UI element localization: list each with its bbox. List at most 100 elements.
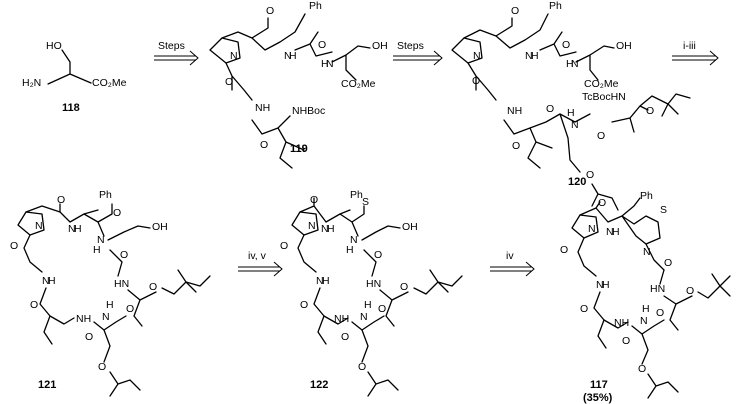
atom-tcbochn: TcBocHN (582, 91, 626, 103)
arrow-iv-v: iv, v (238, 250, 283, 277)
arrow-label: i-iii (683, 40, 696, 52)
atom-nh: NH (614, 317, 629, 329)
atom-h: H (74, 223, 82, 235)
atom-h: H (346, 244, 354, 256)
atom-o: O (378, 303, 386, 315)
arrow-label: Steps (397, 40, 424, 52)
atom-ph: Ph (350, 189, 363, 201)
atom-o: O (586, 169, 594, 181)
atom-h: H (48, 275, 56, 287)
atom-o: O (300, 299, 308, 311)
arrow-label: iv, v (248, 250, 267, 262)
atom-n: N (97, 234, 105, 246)
atom-nh: N (596, 279, 604, 291)
atom-nhboc: NHBoc (292, 105, 325, 117)
atom-o: O (149, 281, 157, 293)
arrow-iv: iv (490, 250, 535, 277)
arrow-steps-1: Steps (154, 40, 199, 66)
arrow-i-iii: i-iii (672, 40, 719, 66)
atom-h: H (531, 50, 539, 62)
atom-n: N (588, 223, 596, 235)
atom-hn: HN (114, 278, 129, 290)
atom-o: O (512, 140, 520, 152)
atom-nh: NH (76, 313, 91, 325)
atom-o: O (113, 207, 121, 219)
atom-o: O (598, 197, 606, 209)
atom-o: O (98, 361, 106, 373)
atom-o: O (30, 299, 38, 311)
atom-hn: HN (650, 283, 665, 295)
compound-117: Ph O N H N S N O HN O O N H O NH O H N O… (560, 190, 731, 404)
yield-label: (35%) (583, 392, 613, 404)
atom-nh: N (42, 275, 50, 287)
atom-n: N (640, 315, 648, 327)
atom-o: O (622, 335, 630, 347)
compound-label: 122 (310, 379, 328, 391)
atom-h: H (364, 299, 372, 311)
atom-o: O (280, 240, 288, 252)
atom-n: N (571, 119, 579, 131)
atom-o: O (646, 105, 654, 117)
atom-o: O (126, 303, 134, 315)
atom-h: H (327, 223, 335, 235)
atom-h: H (567, 107, 575, 119)
atom-co2me: CO₂Me (92, 77, 127, 89)
atom-o: O (638, 363, 646, 375)
atom-n: N (326, 58, 334, 70)
atom-o: O (562, 39, 570, 51)
compound-122: Ph O N H N S H N OH O HN O O N H O NH O … (280, 189, 463, 397)
atom-nh: N (316, 275, 324, 287)
atom-n: N (360, 311, 368, 323)
atom-o: O (546, 103, 554, 115)
atom-h: H (602, 279, 610, 291)
atom-o: O (580, 303, 588, 315)
atom-n: N (473, 50, 481, 62)
atom-o: O (560, 244, 568, 256)
atom-nh: NH (507, 105, 522, 117)
atom-h: H (289, 50, 297, 62)
atom-h: H (321, 58, 329, 70)
atom-n: N (230, 50, 238, 62)
atom-o: O (472, 75, 480, 87)
atom-o: O (85, 331, 93, 343)
atom-nh: N (284, 50, 292, 62)
atom-o: O (664, 257, 672, 269)
atom-o: O (260, 139, 268, 151)
atom-oh: OH (402, 221, 418, 233)
atom-nh: N (606, 226, 614, 238)
atom-o: O (225, 76, 233, 88)
atom-n: N (308, 220, 316, 232)
atom-o: O (511, 5, 519, 17)
atom-oh: OH (616, 40, 632, 52)
atom-h2n: H₂N (22, 77, 41, 89)
atom-hn: HN (366, 278, 381, 290)
atom-n: N (102, 311, 110, 323)
atom-ph: Ph (640, 190, 653, 202)
atom-co2me: CO₂Me (341, 78, 376, 90)
atom-nh: N (525, 50, 533, 62)
atom-h: H (322, 275, 330, 287)
arrow-label: Steps (158, 40, 185, 52)
compound-label: 118 (62, 102, 80, 114)
atom-h: H (106, 299, 114, 311)
atom-oh: OH (372, 40, 388, 52)
compound-118: HO H₂N CO₂Me 118 (22, 40, 127, 114)
atom-o: O (10, 240, 18, 252)
compound-label: 117 (590, 379, 608, 391)
atom-oh: OH (152, 221, 168, 233)
atom-n: N (35, 220, 43, 232)
compound-label: 121 (38, 379, 56, 391)
atom-n: N (350, 234, 358, 246)
atom-o: O (341, 331, 349, 343)
atom-o: O (266, 5, 274, 17)
compound-121: Ph O N H N O H N OH O HN O O N H O NH O … (10, 189, 211, 397)
atom-ph: Ph (99, 189, 112, 201)
atom-nh: NH (334, 313, 349, 325)
atom-h: H (566, 58, 574, 70)
atom-o: O (358, 361, 366, 373)
atom-o: O (597, 130, 605, 142)
atom-o: O (57, 194, 65, 206)
arrow-label: iv (506, 250, 514, 262)
atom-n: N (643, 246, 651, 258)
